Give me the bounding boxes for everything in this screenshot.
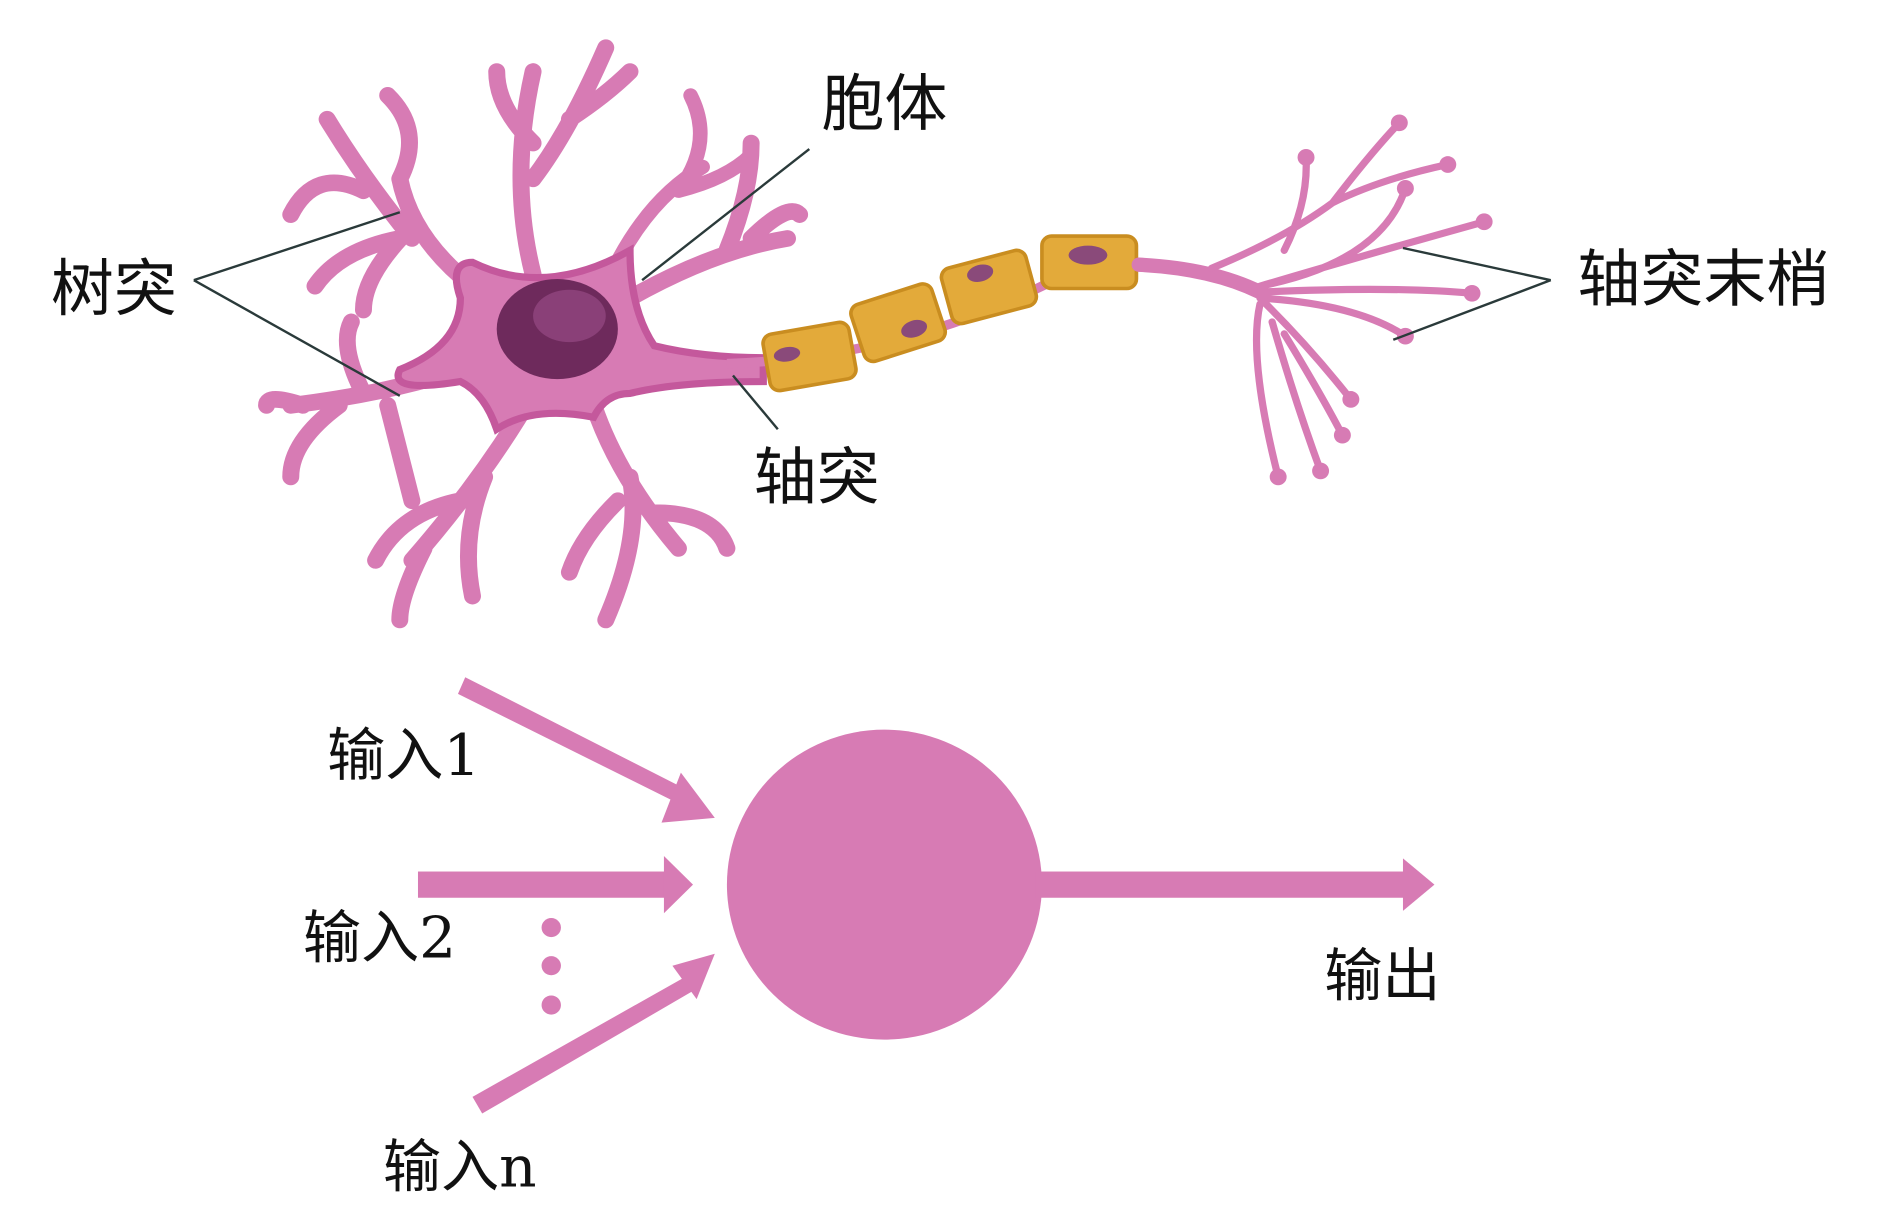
label-dendrite: 树突 [51, 252, 177, 324]
neuron-node [726, 729, 1042, 1040]
label-input-2: 输入2 [303, 904, 456, 971]
label-input-1: 输入1 [327, 721, 480, 788]
label-axon: 轴突 [754, 441, 880, 513]
ellipsis-dot [541, 995, 561, 1015]
axon-terminals [1131, 114, 1493, 486]
ellipsis-dot [541, 918, 561, 938]
label-output: 输出 [1324, 942, 1440, 1009]
myelin-sheath [761, 234, 1139, 393]
dendrites [258, 39, 809, 629]
input-n-arrow [472, 953, 715, 1114]
nucleolus [533, 289, 606, 343]
input-1-arrow [457, 677, 715, 823]
input-2-arrow [417, 856, 693, 914]
leader-lines [193, 148, 1552, 430]
label-axon-terminal: 轴突末梢 [1577, 243, 1829, 315]
neuron-model [417, 677, 1435, 1114]
ellipsis-dot [541, 956, 561, 976]
label-soma: 胞体 [821, 68, 947, 140]
label-input-n: 输入n [383, 1133, 537, 1200]
output-arrow [1035, 858, 1435, 911]
